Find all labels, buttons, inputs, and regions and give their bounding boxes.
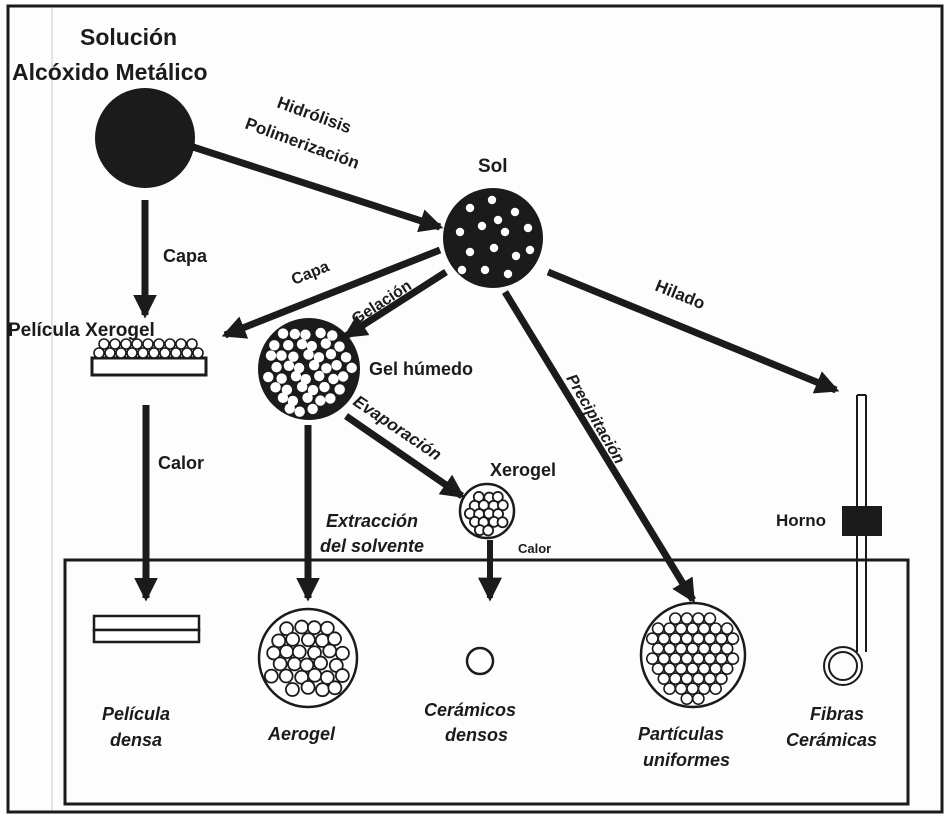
- label-pelicula-xerogel: Película Xerogel: [8, 320, 155, 341]
- product-fibras-2: Cerámicas: [786, 730, 877, 750]
- furnace-icon: [842, 506, 882, 536]
- label-extraccion-1: Extracción: [326, 511, 418, 531]
- uniform-particles-icon: [641, 603, 745, 707]
- label-horno: Horno: [776, 511, 826, 530]
- label-solucion: Solución: [80, 24, 177, 50]
- label-alcoxido: Alcóxido Metálico: [12, 59, 208, 85]
- dense-ceramic-icon: [467, 648, 493, 674]
- sol-node: [443, 188, 543, 288]
- solution-node: [95, 88, 195, 188]
- label-calor-small: Calor: [518, 541, 551, 556]
- dense-film-icon: [94, 616, 199, 642]
- aerogel-icon: [259, 609, 357, 707]
- label-gel-humedo: Gel húmedo: [369, 359, 473, 379]
- product-aerogel: Aerogel: [267, 724, 336, 744]
- label-extraccion-2: del solvente: [320, 536, 424, 556]
- label-xerogel: Xerogel: [490, 460, 556, 480]
- product-pelicula-2: densa: [110, 730, 162, 750]
- product-ceramicos-1: Cerámicos: [424, 700, 516, 720]
- product-fibras-1: Fibras: [810, 704, 864, 724]
- label-calor-left: Calor: [158, 453, 204, 473]
- xerogel-node: [460, 484, 514, 538]
- product-particulas-1: Partículas: [638, 724, 724, 744]
- product-pelicula-1: Película: [102, 704, 170, 724]
- product-ceramicos-2: densos: [445, 725, 508, 745]
- xerogel-film-icon: [92, 339, 206, 375]
- product-particulas-2: uniformes: [643, 750, 730, 770]
- label-capa-left: Capa: [163, 246, 208, 266]
- label-sol: Sol: [478, 156, 508, 177]
